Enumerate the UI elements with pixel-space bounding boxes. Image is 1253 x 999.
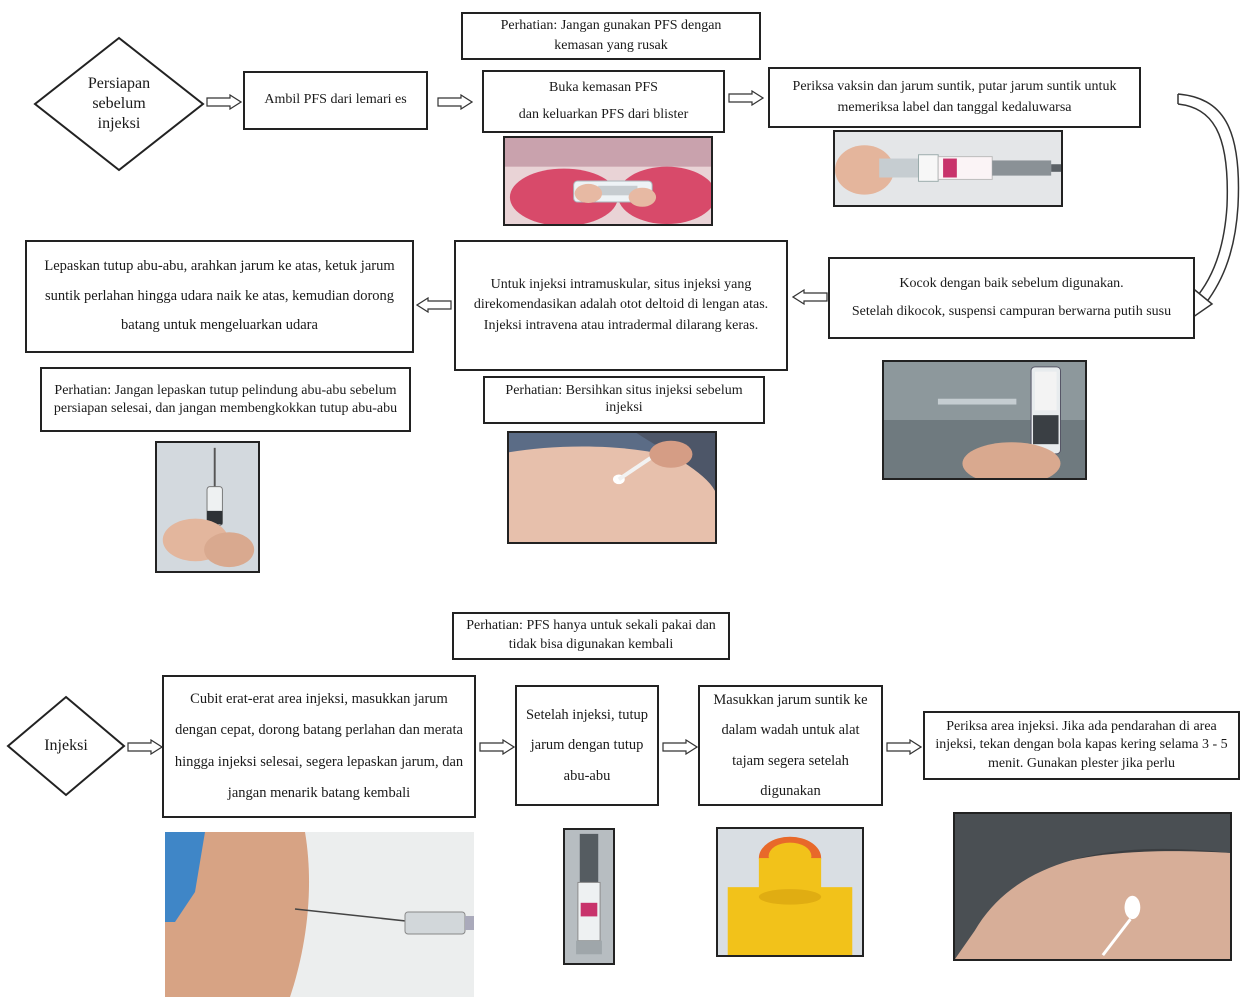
step-check-injection-site: Periksa area injeksi. Jika ada pendaraha… [923,711,1240,780]
step-recap-needle-text: Setelah injeksi, tutup jarum dengan tutu… [525,706,649,784]
step-inject-text: Cubit erat-erat area injeksi, masukkan j… [174,691,464,801]
arrow-right-icon [728,90,764,106]
step-recap-needle: Setelah injeksi, tutup jarum dengan tutu… [515,685,659,806]
note-clean-site-text: Perhatian: Bersihkan situs injeksi sebel… [505,383,743,415]
note-grey-cap-text: Perhatian: Jangan lepaskan tutup pelindu… [53,383,398,416]
photo-syringe-upright [155,441,260,573]
step-dispose-text: Masukkan jarum suntik ke dalam wadah unt… [713,691,868,799]
note-clean-site: Perhatian: Bersihkan situs injeksi sebel… [483,376,765,424]
arrow-left-icon [792,289,828,305]
step-dispose: Masukkan jarum suntik ke dalam wadah unt… [698,685,883,806]
step-check-vaccine-text: Periksa vaksin dan jarum suntik, putar j… [792,79,1117,115]
photo-needle-in-arm [165,832,474,997]
step-shake-line1: Kocok dengan baik sebelum digunakan. [899,276,1124,291]
photo-check-label [833,130,1063,207]
step-injection-site-text: Untuk injeksi intramuskular, situs injek… [473,277,769,333]
step-injection-site: Untuk injeksi intramuskular, situs injek… [454,240,788,371]
photo-open-blister [503,136,713,226]
note-damaged-package: Perhatian: Jangan gunakan PFS dengan kem… [461,12,761,60]
step-open-line2: dan keluarkan PFS dari blister [518,106,689,122]
step-check-vaccine: Periksa vaksin dan jarum suntik, putar j… [768,67,1141,128]
step-take-pfs-text: Ambil PFS dari lemari es [264,92,407,108]
photo-recapped-syringe [563,828,615,965]
step-open-line1: Buka kemasan PFS [549,79,658,95]
arrow-right-icon [127,739,163,755]
start-preparation-label: Persiapan sebelum injeksi [87,75,151,132]
step-shake: Kocok dengan baik sebelum digunakan. Set… [828,257,1195,339]
arrow-right-icon [206,94,242,110]
step-remove-air: Lepaskan tutup abu-abu, arahkan jarum ke… [25,240,414,353]
arrow-right-icon [437,94,473,110]
step-inject: Cubit erat-erat area injeksi, masukkan j… [162,675,476,818]
arrow-left-icon [416,297,452,313]
arrow-right-icon [479,739,515,755]
note-damaged-package-text: Perhatian: Jangan gunakan PFS dengan kem… [500,17,722,53]
note-grey-cap: Perhatian: Jangan lepaskan tutup pelindu… [40,367,411,432]
start-injection-diamond: Injeksi [6,695,126,797]
photo-sharps-container [716,827,864,957]
note-single-use-text: Perhatian: PFS hanya untuk sekali pakai … [466,618,716,652]
photo-shaken-suspension [882,360,1087,480]
start-injection-label: Injeksi [44,737,88,754]
photo-cotton-swab [953,812,1232,961]
note-single-use: Perhatian: PFS hanya untuk sekali pakai … [452,612,730,660]
arrow-right-icon [662,739,698,755]
step-remove-air-text: Lepaskan tutup abu-abu, arahkan jarum ke… [44,257,395,334]
step-open-package: Buka kemasan PFS dan keluarkan PFS dari … [482,70,725,133]
step-check-injection-site-text: Periksa area injeksi. Jika ada pendaraha… [935,719,1228,771]
step-take-pfs: Ambil PFS dari lemari es [243,71,428,130]
arrow-right-icon [886,739,922,755]
start-preparation-diamond: Persiapan sebelum injeksi [33,36,205,172]
photo-clean-arm [507,431,717,544]
step-shake-line2: Setelah dikocok, suspensi campuran berwa… [851,304,1172,319]
